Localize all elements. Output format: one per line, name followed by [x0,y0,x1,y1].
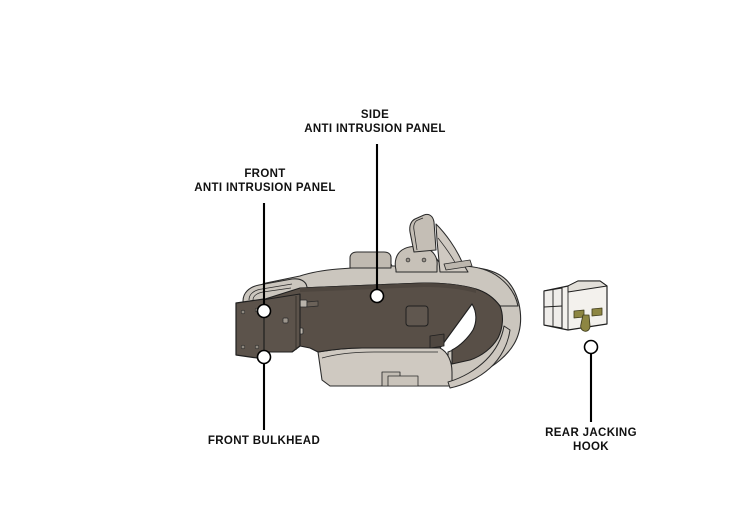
rear-deck-vent [443,259,473,271]
callout-leaders-group [256,144,599,430]
front-anti-intrusion-panel [261,293,301,353]
callout-label-rear-jacking-hook: REAR JACKING HOOK [545,427,637,453]
side-panel-shoulder-strip [300,283,476,293]
callout-marker-side-anti-intrusion-panel[interactable] [369,288,385,304]
side-panel-rear-notch [429,333,445,349]
rear-jacking-hook-tab-right [591,307,603,317]
dark-panels-group [235,282,503,365]
floor-step-inner [387,375,419,387]
callout-label-side-anti-intrusion-panel: SIDE ANTI INTRUSION PANEL [304,109,446,135]
bulkhead-bolt-bl [240,344,246,350]
headrest-bolt-right [421,257,427,263]
callout-marker-rear-jacking-hook[interactable] [583,339,599,355]
cockpit-surround [349,251,392,269]
side-panel-detail-tab-upper [306,300,319,308]
engine-cover-slope [435,223,469,273]
rear-jacking-hook-group [543,280,608,332]
side-panel-detail-square-upper [299,299,308,308]
floor-front-edge [321,351,438,359]
roll-hoop-fin [409,213,437,253]
side-panel-access-hatch [405,305,429,327]
front-aip-fastener [282,317,289,324]
callout-marker-front-bulkhead[interactable] [256,349,272,365]
rear-floor-sweep [447,325,511,389]
nose-fairing-inner-line-a [248,283,293,301]
bulkhead-bolt-tl [240,309,246,315]
headrest-bolt-left [405,257,411,263]
callout-label-front-anti-intrusion-panel: FRONT ANTI INTRUSION PANEL [194,168,336,194]
bulkhead-bolt-br [254,344,260,350]
rear-jacking-hook-top-facet [567,280,608,293]
callout-label-front-bulkhead: FRONT BULKHEAD [207,435,321,447]
roll-hoop-fin-highlight [413,217,424,251]
callout-marker-front-anti-intrusion-panel[interactable] [256,303,272,319]
rear-jacking-hook-hook [580,314,591,332]
